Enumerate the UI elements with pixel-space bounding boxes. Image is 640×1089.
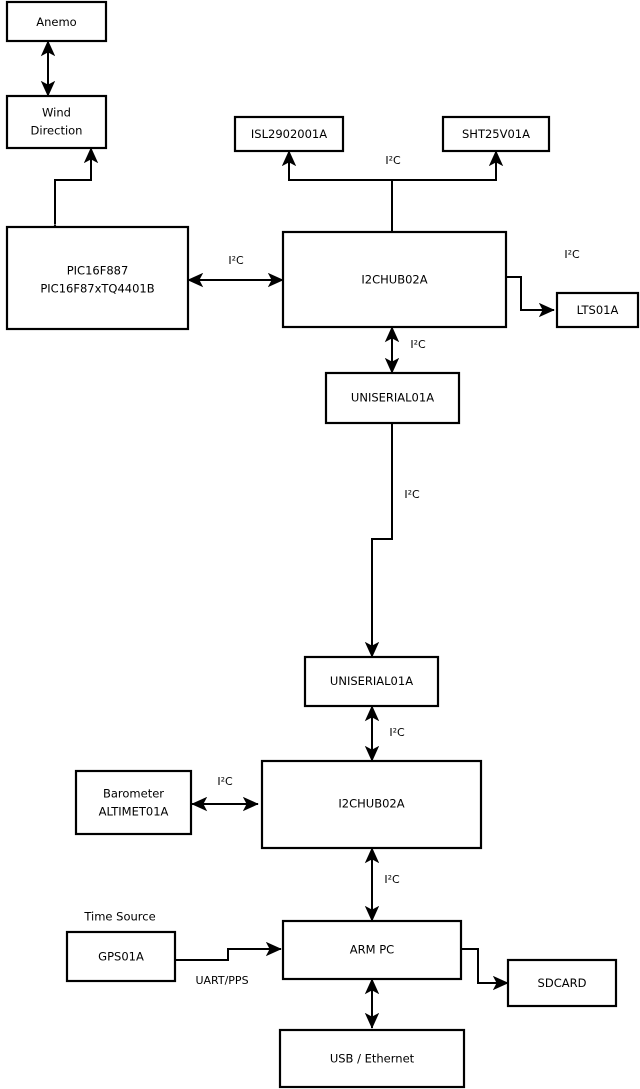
node-isl2902001a-label: ISL2902001A (251, 127, 327, 141)
node-barometer-label-line1: Barometer (103, 787, 164, 801)
edge-label-hub-uniserial-i2c: I²C (410, 338, 426, 351)
edge-uniserial-uniserial (364, 407, 400, 658)
edge-hub-isl (281, 150, 400, 248)
node-pic-mcu-box[interactable] (5, 225, 190, 331)
node-uniserial01a-lower-label: UNISERIAL01A (330, 674, 413, 688)
node-i2chub02a-bottom-box[interactable] (260, 759, 483, 850)
edge-hub-sht (392, 150, 504, 181)
edge-label-isl-sht-i2c: I²C (385, 154, 401, 167)
node-lts01a-label: LTS01A (577, 303, 619, 317)
node-i2chub02a-top-label: I2CHUB02A (361, 273, 427, 287)
edge-hub-lts (490, 269, 555, 318)
edge-label-uniserial-hub-i2c: I²C (389, 726, 405, 739)
node-anemo[interactable]: Anemo (5, 0, 108, 43)
node-barometer-altimet01a-box[interactable] (74, 769, 193, 836)
node-i2chub02a-bottom[interactable]: I2CHUB02A (260, 759, 483, 850)
edge-label-barometer-hub-i2c: I²C (217, 775, 233, 788)
node-uniserial01a-lower[interactable]: UNISERIAL01A (303, 655, 440, 708)
node-gps01a-box[interactable] (65, 930, 177, 983)
node-arm-pc-box[interactable] (281, 919, 463, 981)
node-usb-ethernet-label: USB / Ethernet (330, 1052, 415, 1066)
node-usb-ethernet[interactable]: USB / Ethernet (278, 1028, 466, 1089)
node-i2chub02a-top[interactable]: I2CHUB02A (281, 230, 508, 329)
node-barometer-altimet01a[interactable]: Barometer ALTIMET01A (74, 769, 193, 836)
node-sdcard-label: SDCARD (538, 976, 587, 990)
node-sht25v01a-box[interactable] (441, 115, 551, 153)
node-uniserial01a-upper[interactable]: UNISERIAL01A (324, 371, 461, 425)
node-pic-mcu[interactable]: PIC16F887 PIC16F87xTQ4401B (5, 225, 190, 331)
node-i2chub02a-bottom-label: I2CHUB02A (338, 797, 404, 811)
node-gps01a-label: GPS01A (98, 950, 144, 964)
node-pic-mcu-label-line2: PIC16F87xTQ4401B (40, 282, 154, 296)
node-sht25v01a[interactable]: SHT25V01A (441, 115, 551, 153)
node-pic-mcu-label-line1: PIC16F887 (67, 264, 129, 278)
node-wind-direction[interactable]: Wind Direction (5, 94, 108, 150)
node-arm-pc-label: ARM PC (350, 943, 394, 957)
edge-label-uniserial-uniserial-i2c: I²C (404, 488, 420, 501)
edge-label-hub-lts-i2c: I²C (564, 248, 580, 261)
edge-armpc-sdcard (445, 941, 509, 991)
edge-label-pic-hub-i2c: I²C (228, 254, 244, 267)
node-isl2902001a[interactable]: ISL2902001A (233, 115, 345, 153)
node-sht25v01a-label: SHT25V01A (462, 127, 530, 141)
edge-label-hub-armpc-i2c: I²C (384, 873, 400, 886)
node-lts01a-box[interactable] (555, 291, 640, 329)
node-arm-pc[interactable]: ARM PC (281, 919, 463, 981)
node-uniserial01a-lower-box[interactable] (303, 655, 440, 708)
node-wind-direction-label-line2: Direction (31, 124, 83, 138)
label-time-source: Time Source (83, 910, 155, 924)
node-lts01a[interactable]: LTS01A (555, 291, 640, 329)
node-sdcard-box[interactable] (506, 958, 618, 1008)
node-wind-direction-label-line1: Wind (42, 106, 71, 120)
node-uniserial01a-upper-box[interactable] (324, 371, 461, 425)
node-sdcard[interactable]: SDCARD (506, 958, 618, 1008)
node-gps01a[interactable]: GPS01A (65, 930, 177, 983)
node-i2chub02a-top-box[interactable] (281, 230, 508, 329)
node-barometer-label-line2: ALTIMET01A (99, 805, 169, 819)
node-anemo-label: Anemo (36, 15, 76, 29)
edge-pic-wind (47, 147, 99, 240)
edge-gps-armpc (175, 941, 282, 961)
node-wind-direction-box[interactable] (5, 94, 108, 150)
node-usb-ethernet-box[interactable] (278, 1028, 466, 1089)
node-isl2902001a-box[interactable] (233, 115, 345, 153)
node-anemo-box[interactable] (5, 0, 108, 43)
edge-label-gps-armpc-uartpps: UART/PPS (195, 974, 248, 987)
node-uniserial01a-upper-label: UNISERIAL01A (351, 391, 434, 405)
